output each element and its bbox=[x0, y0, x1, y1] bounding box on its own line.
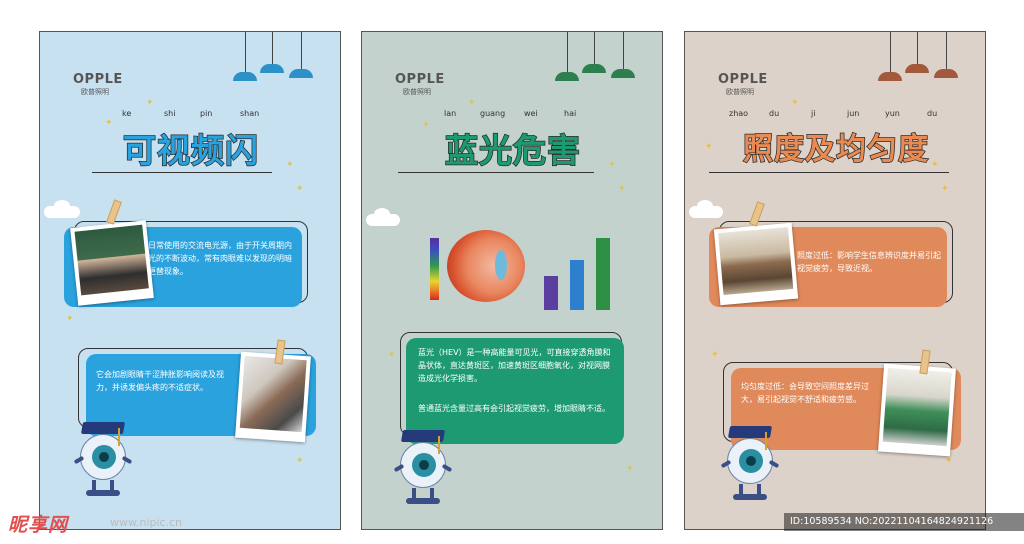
info-card: 蓝光（HEV）是一种高能量可见光，可直接穿透角膜和晶状体，直达黄斑区，加速黄斑区… bbox=[406, 338, 624, 444]
pinyin-row: lan guang wei hai bbox=[362, 109, 662, 121]
pendant-lamp bbox=[554, 32, 580, 81]
sparkle-icon: ✦ bbox=[941, 184, 949, 194]
card-text: 照度过低：影响学生信息辨识度并易引起视觉疲劳，导致近视。 bbox=[797, 251, 941, 273]
pinyin: shan bbox=[240, 109, 260, 118]
brand-logo: OPPLE 欧普照明 bbox=[73, 72, 123, 96]
sparkle-icon: ✦ bbox=[608, 160, 616, 170]
pendant-lamp bbox=[232, 32, 258, 81]
pinyin: jun bbox=[847, 109, 860, 118]
chart-bar bbox=[544, 276, 558, 310]
sparkle-icon: ✦ bbox=[711, 350, 719, 360]
pinyin: shi bbox=[164, 109, 176, 118]
classroom-photo bbox=[713, 222, 799, 306]
title-underline bbox=[92, 172, 272, 173]
sparkle-icon: ✦ bbox=[931, 160, 939, 170]
title-underline bbox=[709, 172, 949, 173]
sparkle-icon: ✦ bbox=[422, 120, 430, 130]
sparkle-icon: ✦ bbox=[626, 464, 634, 474]
watermark-url: www.nipic.cn bbox=[110, 516, 183, 529]
pendant-lamp bbox=[933, 32, 959, 78]
eyeball-mascot bbox=[73, 420, 133, 498]
sparkle-icon: ✦ bbox=[945, 456, 953, 466]
sparkle-icon: ✦ bbox=[468, 98, 476, 108]
card-text: 它会加剧眼睛干涩肿胀影响阅读及视力，并诱发偏头疼的不适症状。 bbox=[96, 370, 224, 392]
sparkle-icon: ✦ bbox=[66, 314, 74, 324]
light-spectrum-bar bbox=[430, 238, 439, 300]
card-text: 均匀度过低：会导致空间照度差异过大，易引起视觉不舒适和疲劳感。 bbox=[741, 382, 869, 404]
pinyin-row: ke shi pin shan bbox=[40, 109, 340, 121]
poster-blue-light: OPPLE 欧普照明 lan guang wei hai 蓝光危害 ✦ ✦ ✦ … bbox=[361, 31, 663, 530]
student-photo bbox=[235, 351, 311, 443]
eye-cross-section-icon bbox=[447, 230, 525, 302]
card-text: 普通蓝光含量过高有会引起视觉疲劳，增加眼睛不适。 bbox=[418, 404, 610, 413]
pinyin-row: zhao du ji jun yun du bbox=[685, 109, 985, 121]
card-text: 蓝光（HEV）是一种高能量可见光，可直接穿透角膜和晶状体，直达黄斑区，加速黄斑区… bbox=[418, 348, 611, 383]
cloud bbox=[697, 200, 713, 212]
pinyin: yun bbox=[885, 109, 900, 118]
cloud bbox=[44, 206, 80, 218]
cloud bbox=[54, 200, 70, 212]
sparkle-icon: ✦ bbox=[705, 142, 713, 152]
pendant-lamp bbox=[581, 32, 607, 73]
eyeball-mascot bbox=[393, 428, 453, 506]
pendant-lamp bbox=[610, 32, 636, 78]
poster-flicker: OPPLE 欧普照明 ke shi pin shan 可视频闪 ✦ ✦ ✦ ✦ … bbox=[39, 31, 341, 530]
pinyin: du bbox=[927, 109, 938, 118]
brand-logo: OPPLE 欧普照明 bbox=[718, 72, 768, 96]
blue-light-diagram bbox=[392, 230, 642, 340]
pinyin: ji bbox=[811, 109, 816, 118]
poster-illuminance: OPPLE 欧普照明 zhao du ji jun yun du 照度及均匀度 … bbox=[684, 31, 986, 530]
pinyin: du bbox=[769, 109, 780, 118]
sparkle-icon: ✦ bbox=[388, 350, 396, 360]
pendant-lamp bbox=[259, 32, 285, 73]
chart-bar bbox=[596, 238, 610, 310]
sparkle-icon: ✦ bbox=[146, 98, 154, 108]
pinyin: hai bbox=[564, 109, 577, 118]
sparkle-icon: ✦ bbox=[791, 98, 799, 108]
sparkle-icon: ✦ bbox=[618, 184, 626, 194]
classroom-photo bbox=[70, 220, 154, 306]
poster-title: 可视频闪 bbox=[122, 130, 259, 171]
classroom-photo bbox=[878, 363, 956, 457]
cloud bbox=[374, 208, 390, 220]
sparkle-icon: ✦ bbox=[296, 456, 304, 466]
pinyin: ke bbox=[122, 109, 132, 118]
pinyin: wei bbox=[524, 109, 538, 118]
poster-title: 蓝光危害 bbox=[444, 130, 581, 171]
sparkle-icon: ✦ bbox=[286, 160, 294, 170]
pinyin: pin bbox=[200, 109, 213, 118]
card-text: 日常使用的交流电光源，由于开关周期内光的不断波动，常有肉眼难以发现的明暗更替现象… bbox=[148, 241, 292, 276]
sparkle-icon: ✦ bbox=[296, 184, 304, 194]
pinyin: lan bbox=[444, 109, 457, 118]
pinyin: guang bbox=[480, 109, 506, 118]
pendant-lamp bbox=[877, 32, 903, 81]
brand-logo: OPPLE 欧普照明 bbox=[395, 72, 445, 96]
chart-bar bbox=[570, 260, 584, 310]
image-id-bar: ID:10589534 NO:20221104164824921126 bbox=[784, 513, 1024, 531]
pendant-lamp bbox=[288, 32, 314, 78]
title-underline bbox=[398, 172, 594, 173]
pinyin: zhao bbox=[729, 109, 749, 118]
pendant-lamp bbox=[904, 32, 930, 73]
poster-title: 照度及均匀度 bbox=[742, 131, 929, 168]
eyeball-mascot bbox=[720, 424, 780, 502]
sparkle-icon: ✦ bbox=[105, 118, 113, 128]
watermark-logo: 昵享网 bbox=[8, 514, 69, 536]
